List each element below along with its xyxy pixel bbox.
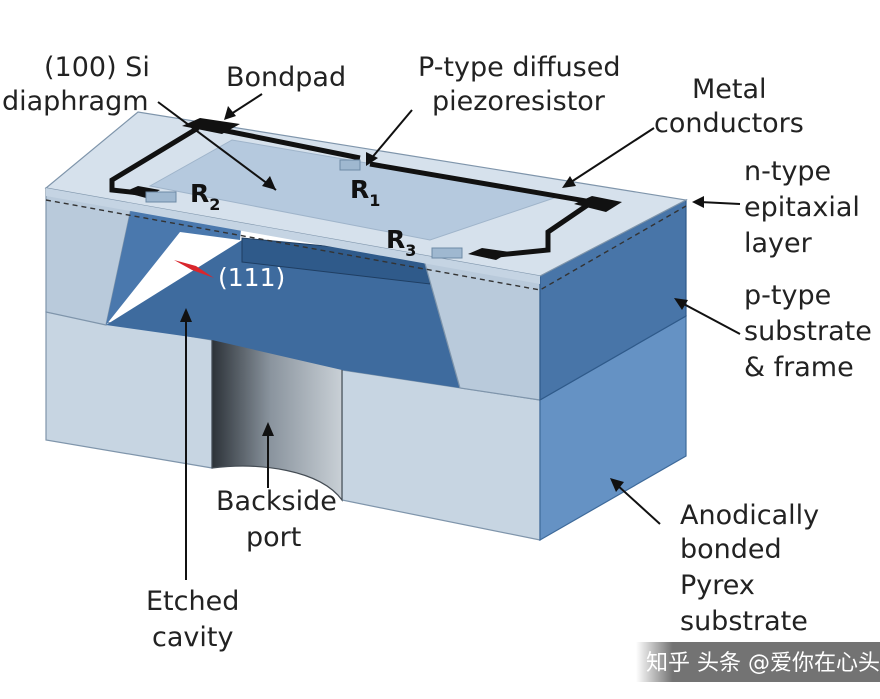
leader-metal-conductors [567,127,655,185]
bondpad-bottom [468,248,510,260]
label-ptype-line3: & frame [744,352,854,383]
bondpad-right [574,196,622,212]
leader-si-diaphragm [157,101,277,191]
label-si-diaphragm-line2: diaphragm [2,86,149,117]
piezoresistor-r3-pad [431,247,463,259]
arrowhead-pyrex [610,478,624,492]
label-si-diaphragm-line1: (100) Si [44,52,150,83]
label-ntype-line3: layer [744,228,813,259]
arrowhead-bondpad [224,106,236,120]
piezoresistor-r1-pad [339,159,361,171]
label-backside-line1: Backside [216,486,337,517]
label-anodically-line2: bonded [680,534,782,565]
leader-piezoresistor [369,109,413,161]
label-ntype-line1: n-type [744,156,831,187]
label-anodically-line3: Pyrex [680,570,755,601]
label-piezo-line2: piezoresistor [432,86,606,117]
label-backside-line2: port [246,522,301,553]
label-anodically-line1: Anodically [680,500,819,531]
bondpad-top-left [182,118,240,134]
epitaxial-boundary-line [45,199,687,291]
piezoresistor-r2-pad [145,191,177,203]
metal-conductor-right [369,161,599,259]
label-anodically-line4: substrate [680,606,808,637]
arrowhead-piezoresistor [366,152,378,166]
crystal-plane-label: (111) [218,263,285,292]
label-ptype-line2: substrate [744,316,872,347]
arrowhead-ptype-substrate [674,298,688,310]
resistor-r2-label: R2 [190,179,220,214]
crystal-plane-mark [174,260,214,278]
label-etched-line2: cavity [152,622,233,653]
leader-bondpad [227,93,263,117]
label-bondpad: Bondpad [226,62,346,93]
leader-epitaxial [699,201,741,205]
etched-cavity-back [106,204,242,325]
metal-conductor-top [211,125,361,161]
label-metal-line2: conductors [654,108,804,139]
label-piezo-line1: P-type diffused [418,52,621,83]
watermark-text: 知乎 头条 @爱你在心头 [646,651,880,676]
label-etched-line1: Etched [146,586,239,617]
watermark-band [636,642,880,682]
arrowhead-si-diaphragm [262,176,276,190]
resistor-r1-label: R1 [350,175,380,210]
arrowhead-metal-conductors [562,176,576,188]
label-ntype-line2: epitaxial [744,192,860,223]
arrowhead-etched-cavity [180,308,192,322]
label-metal-line1: Metal [692,74,767,105]
arrowhead-epitaxial [692,196,704,208]
label-ptype-line1: p-type [744,280,831,311]
leader-pyrex [615,483,661,525]
resistor-r3-label: R3 [386,225,416,260]
arrowhead-backside-port [262,422,274,436]
leader-ptype-substrate [679,301,741,335]
top-front-edge [46,188,540,284]
